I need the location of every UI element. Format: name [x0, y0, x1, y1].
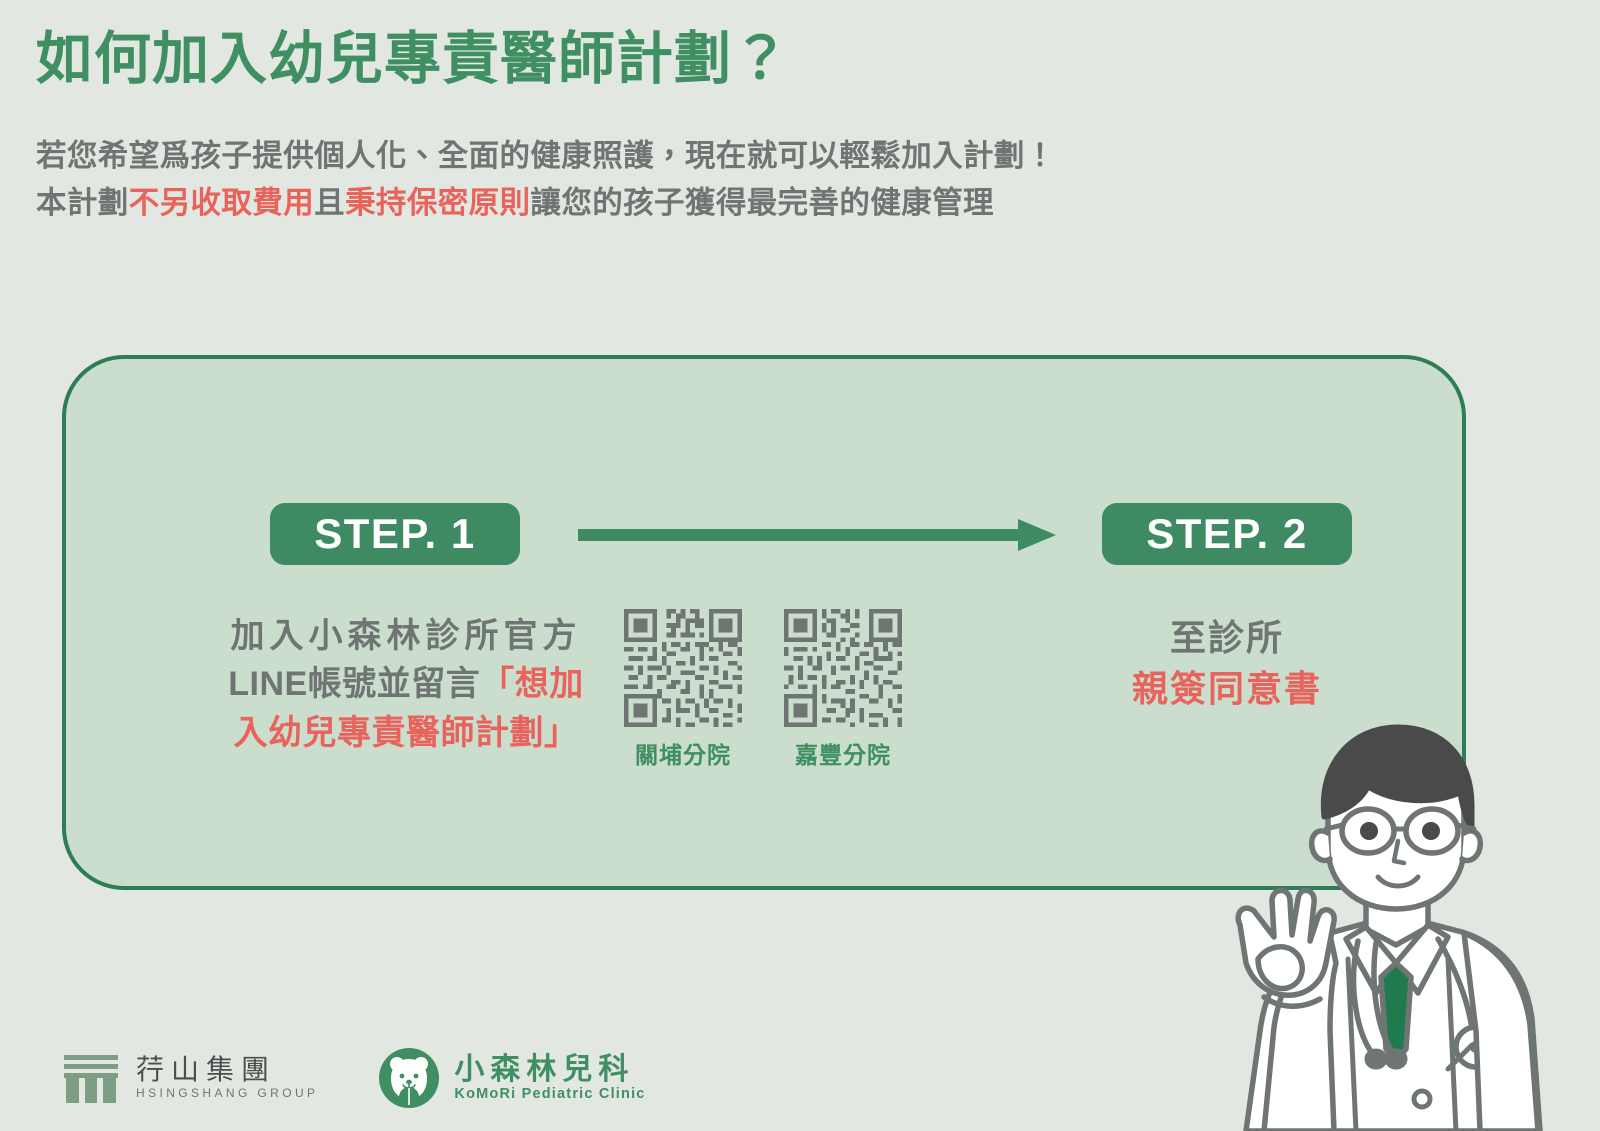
qr-code-group: 關埔分院: [622, 609, 904, 770]
qr-item-guanpu[interactable]: 關埔分院: [622, 609, 744, 770]
step-1-line-2-red: 「想加: [480, 665, 584, 704]
subtitle-line-2-part-2: 且: [314, 185, 346, 220]
step-1-line-1: 加入小森林診所官方: [230, 617, 582, 655]
logo-hsingshang-group: 荇山集團 HSINGSHANG GROUP: [60, 1047, 318, 1109]
header: 如何加入幼兒專責醫師計劃？ 若您希望爲孩子提供個人化、全面的健康照護，現在就可以…: [36, 26, 1336, 226]
hsingshang-name-cn: 荇山集團: [136, 1054, 277, 1086]
subtitle-line-1: 若您希望爲孩子提供個人化、全面的健康照護，現在就可以輕鬆加入計劃！: [36, 139, 1056, 174]
qr-label-jiafeng: 嘉豐分院: [795, 742, 891, 768]
step-2-badge: STEP. 2: [1102, 503, 1352, 565]
qr-label-guanpu: 關埔分院: [635, 742, 731, 768]
step-row: STEP. 1 STEP. 2 加入小森林診所官方 LINE帳號並留言「想加 入…: [66, 359, 1462, 886]
logo-komori-clinic: 小森林兒科 KoMoRi Pediatric Clinic: [378, 1047, 645, 1109]
step-1-description: 加入小森林診所官方 LINE帳號並留言「想加 入幼兒專責醫師計劃」: [206, 612, 606, 757]
step-2-line-2: 親簽同意書: [1131, 668, 1322, 710]
hsingshang-name-en: HSINGSHANG GROUP: [136, 1086, 319, 1101]
qr-code-icon[interactable]: [784, 609, 902, 727]
komori-name-en: KoMoRi Pediatric Clinic: [454, 1085, 646, 1102]
step-2-line-1: 至診所: [1169, 617, 1284, 658]
step-1-line-2-gray: LINE帳號並留言: [228, 665, 481, 704]
komori-bear-logo-icon: [379, 1048, 440, 1108]
subtitle-line-2-part-3: 讓您的孩子獲得最完善的健康管理: [530, 185, 994, 220]
hsingshang-group-logo-icon: [64, 1055, 118, 1103]
subtitle-accent-no-fee: 不另收取費用: [128, 185, 315, 220]
qr-code-icon[interactable]: [624, 609, 742, 727]
steps-panel: STEP. 1 STEP. 2 加入小森林診所官方 LINE帳號並留言「想加 入…: [62, 355, 1466, 890]
step-2-description: 至診所 親簽同意書: [1077, 612, 1377, 714]
subtitle-block: 若您希望爲孩子提供個人化、全面的健康照護，現在就可以輕鬆加入計劃！ 本計劃不另收…: [36, 133, 1336, 226]
right-arrow-icon: [578, 519, 1056, 551]
step-1-line-3: 入幼兒專責醫師計劃」: [233, 713, 579, 752]
subtitle-line-2: 本計劃不另收取費用且秉持保密原則讓您的孩子獲得最完善的健康管理: [36, 180, 1336, 226]
footer-logos: 荇山集團 HSINGSHANG GROUP 小森林兒科 KoMoRi Pedia…: [60, 1047, 646, 1109]
subtitle-line-2-part-1: 本計劃: [36, 185, 129, 220]
step-1-line-2: LINE帳號並留言「想加: [206, 660, 606, 708]
step-1-badge: STEP. 1: [270, 503, 520, 565]
komori-name-cn: 小森林兒科: [454, 1052, 635, 1086]
subtitle-accent-confidential: 秉持保密原則: [345, 185, 531, 220]
qr-item-jiafeng[interactable]: 嘉豐分院: [782, 609, 904, 770]
page-title: 如何加入幼兒專責醫師計劃？: [36, 27, 790, 91]
